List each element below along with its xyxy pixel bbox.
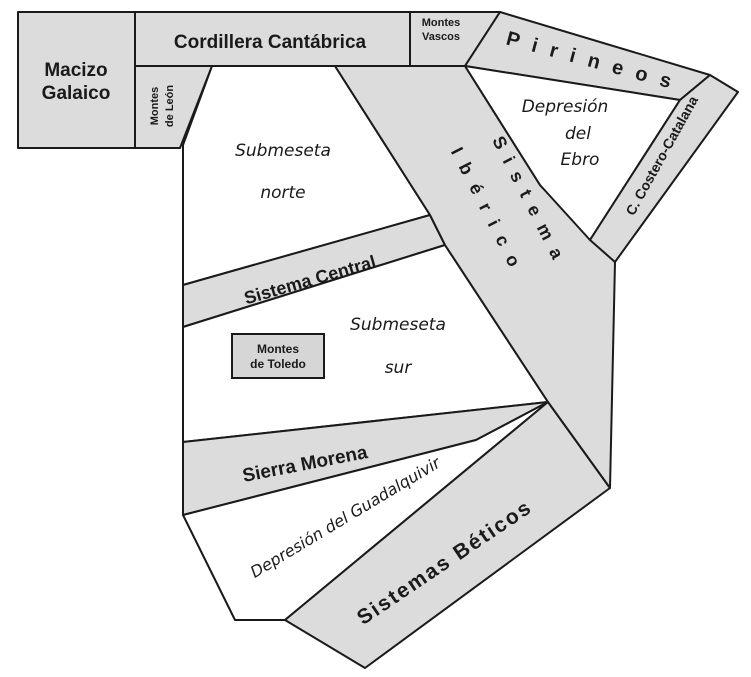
label-montes-de-leon-2: de León (164, 85, 176, 127)
label-depresion-ebro-1: Depresión (522, 97, 609, 117)
region-costero-catalana (589, 74, 739, 263)
label-submeseta-norte-1: Submeseta (235, 141, 331, 161)
label-montes-vascos-1: Montes (422, 17, 461, 29)
label-depresion-ebro-2: del (565, 124, 591, 144)
label-depresion-ebro-3: Ebro (561, 150, 600, 170)
label-macizo-galaico-1: Macizo (44, 60, 107, 81)
region-montes-de-toledo (231, 333, 325, 379)
label-montes-de-toledo-1: Montes (257, 342, 299, 356)
label-montes-vascos-2: Vascos (422, 31, 460, 43)
label-montes-de-leon-1: Montes (149, 87, 161, 126)
label-submeseta-sur-2: sur (385, 358, 413, 378)
region-montes-de-leon (134, 65, 213, 149)
label-submeseta-norte-2: norte (260, 183, 305, 203)
label-cordillera-cantabrica: Cordillera Cantábrica (174, 32, 367, 53)
label-macizo-galaico-2: Galaico (42, 83, 111, 104)
label-montes-de-toledo-2: de Toledo (250, 357, 306, 371)
label-submeseta-sur-1: Submeseta (350, 315, 446, 335)
